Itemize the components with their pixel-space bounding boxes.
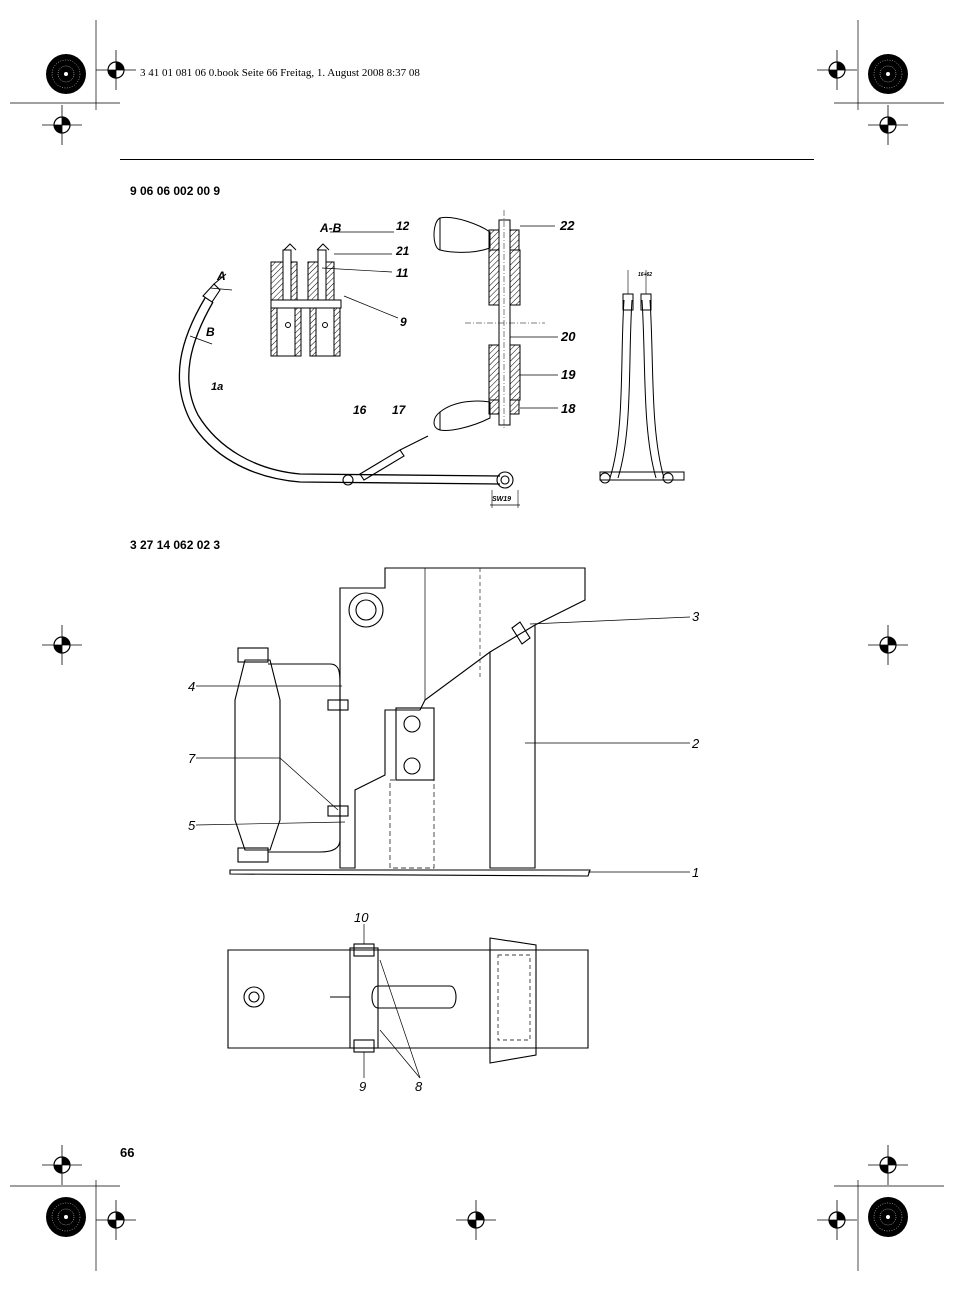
header-rule <box>120 159 814 160</box>
label-4: 4 <box>188 679 195 694</box>
figure-2-labels: 3 2 1 4 7 5 10 9 8 <box>188 609 700 1094</box>
label-7: 7 <box>188 751 196 766</box>
label-8: 8 <box>415 1079 423 1094</box>
label-22: 22 <box>559 218 575 233</box>
registration-mark-icon <box>867 624 909 666</box>
label-b: B <box>206 325 215 339</box>
registration-mark-icon <box>41 624 83 666</box>
label-10: 10 <box>354 910 369 925</box>
label-20: 20 <box>560 329 576 344</box>
label-11: 11 <box>396 266 409 280</box>
registration-mark-icon <box>867 104 909 146</box>
label-17: 17 <box>392 403 407 417</box>
label-9: 9 <box>400 315 407 329</box>
label-9-lower: 9 <box>359 1079 366 1094</box>
figure-1-labels: A B 1a A-B 12 21 11 9 16 17 22 20 19 18 … <box>206 218 652 503</box>
registration-mark-icon <box>867 1144 909 1186</box>
registration-marks <box>10 20 944 1271</box>
registration-mark-icon <box>816 49 858 91</box>
rosette-target-icon <box>45 53 87 95</box>
label-a: A <box>216 269 226 283</box>
label-12: 12 <box>396 219 410 233</box>
label-21: 21 <box>395 244 410 258</box>
rosette-target-icon <box>867 53 909 95</box>
label-18: 18 <box>561 401 576 416</box>
label-1: 1 <box>692 865 699 880</box>
figure-1-drawing <box>178 210 685 508</box>
label-sw19: SW19 <box>492 496 511 503</box>
rosette-target-icon <box>45 1196 87 1238</box>
page-number: 66 <box>120 1145 135 1160</box>
registration-mark-icon <box>41 1144 83 1186</box>
registration-mark-icon <box>95 1199 137 1241</box>
label-19: 19 <box>561 367 576 382</box>
registration-mark-icon <box>95 49 137 91</box>
part-number-2: 3 27 14 062 02 3 <box>130 538 221 552</box>
figure-2-drawing <box>195 567 691 877</box>
label-dimension: 16+62 <box>638 272 652 278</box>
part-number-1: 9 06 06 002 00 9 <box>130 184 221 198</box>
registration-mark-icon <box>455 1199 497 1241</box>
rosette-target-icon <box>867 1196 909 1238</box>
label-16: 16 <box>353 403 367 417</box>
label-2: 2 <box>691 736 700 751</box>
figure-2-lower-drawing <box>227 924 589 1079</box>
label-5: 5 <box>188 818 196 833</box>
label-3: 3 <box>692 609 700 624</box>
section-label: A-B <box>319 221 342 235</box>
label-1a: 1a <box>211 381 223 393</box>
registration-mark-icon <box>41 104 83 146</box>
registration-mark-icon <box>816 1199 858 1241</box>
header-file-info: 3 41 01 081 06 0.book Seite 66 Freitag, … <box>140 67 420 79</box>
